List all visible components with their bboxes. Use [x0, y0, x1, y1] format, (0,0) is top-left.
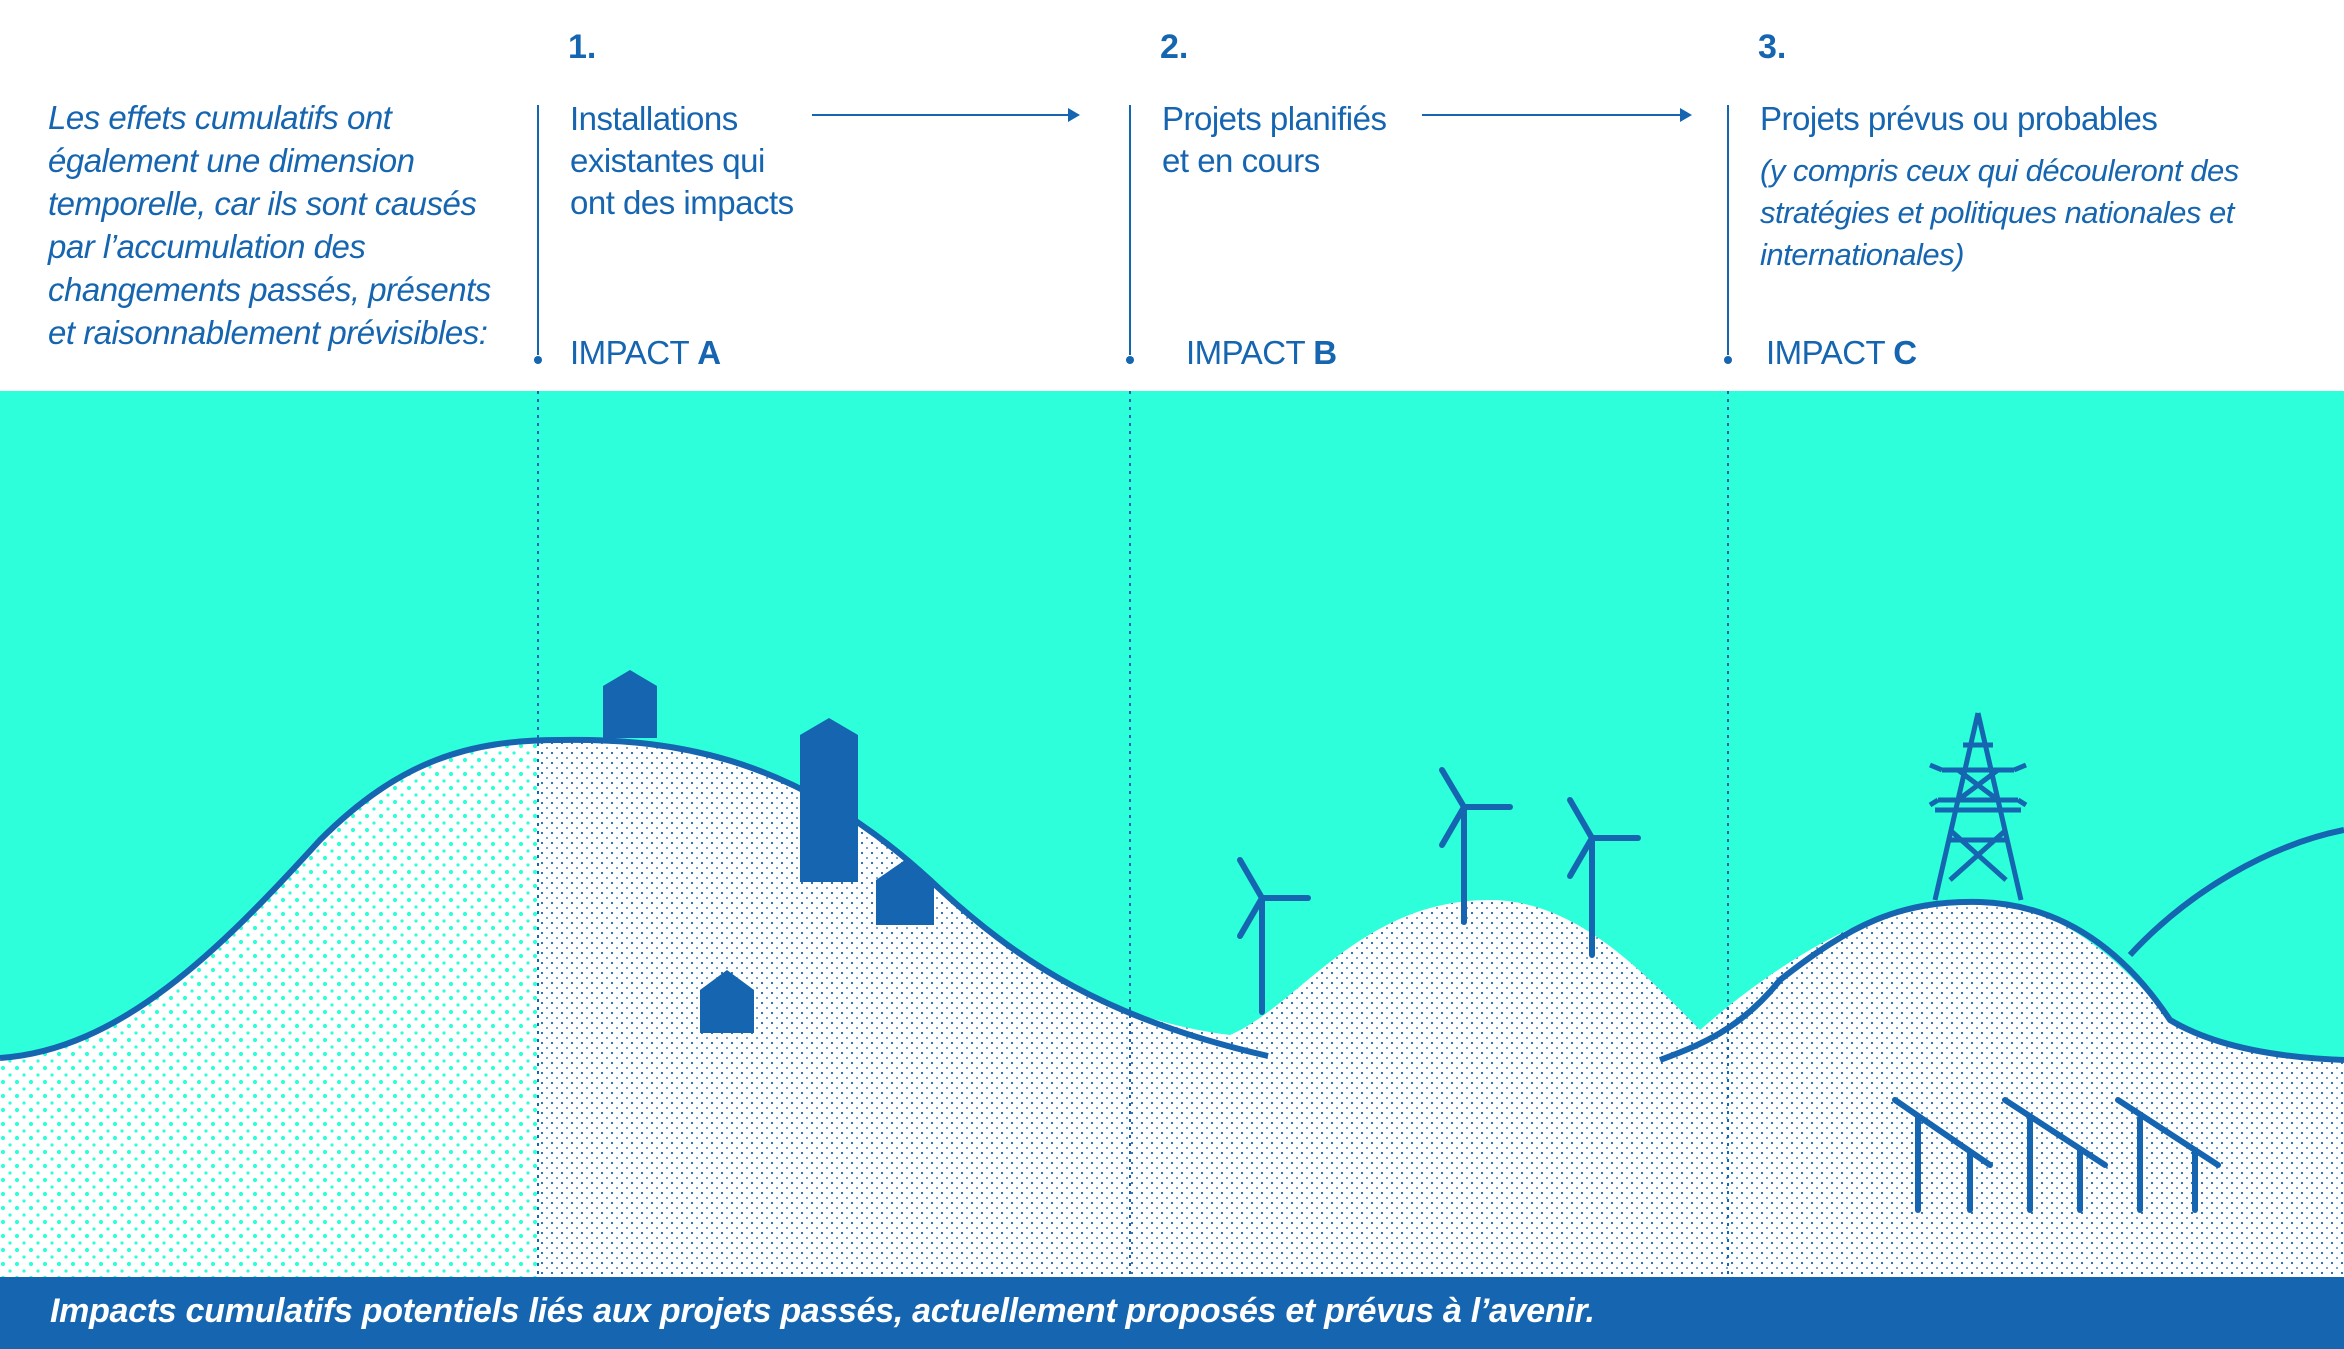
- stage-3-note: (y compris ceux qui découleront des stra…: [1760, 153, 2239, 272]
- impact-a-label: IMPACT A: [570, 334, 721, 371]
- wind-turbine-icon: [1439, 767, 1513, 925]
- stage-1-title: Installations existantes qui ont des imp…: [570, 100, 794, 221]
- arrow-2-to-3: [1422, 108, 1692, 122]
- caption-text: Impacts cumulatifs potentiels liés aux p…: [50, 1292, 1595, 1330]
- wind-turbine-icon: [1567, 797, 1641, 958]
- solar-panel-icon: [2115, 1097, 2221, 1213]
- caption-bar: Impacts cumulatifs potentiels liés aux p…: [0, 1277, 2344, 1349]
- power-pylon-icon: [1928, 712, 2028, 901]
- hill-outline-1: [0, 736, 1269, 1061]
- silo-icon: [800, 718, 858, 882]
- timeline-marker-c: [1724, 356, 1732, 364]
- stage-3-number: 3.: [1758, 28, 1787, 66]
- arrow-1-to-2: [812, 108, 1080, 122]
- timeline-marker-a: [534, 356, 542, 364]
- solar-panel-icon: [1892, 1097, 1993, 1213]
- house-icon: [603, 670, 657, 738]
- house-icon: [876, 860, 934, 925]
- intro-text: Les effets cumulatifs ont également une …: [48, 99, 491, 351]
- hill-outline-2: [1658, 898, 2344, 1063]
- wind-turbine-icon: [1237, 857, 1311, 1015]
- timeline-separators: [537, 105, 1729, 1277]
- stage-2-number: 2.: [1160, 28, 1189, 66]
- hill-outline-3: [2127, 827, 2344, 958]
- house-icon: [700, 970, 754, 1033]
- stage-2-title: Projets planifiés et en cours: [1162, 100, 1387, 179]
- stage-1-number: 1.: [568, 28, 597, 66]
- impact-c-label: IMPACT C: [1766, 334, 1917, 371]
- timeline-marker-b: [1126, 356, 1134, 364]
- stage-3-title: Projets prévus ou probables: [1760, 100, 2158, 137]
- solar-panel-icon: [2002, 1097, 2108, 1213]
- impact-b-label: IMPACT B: [1186, 334, 1337, 371]
